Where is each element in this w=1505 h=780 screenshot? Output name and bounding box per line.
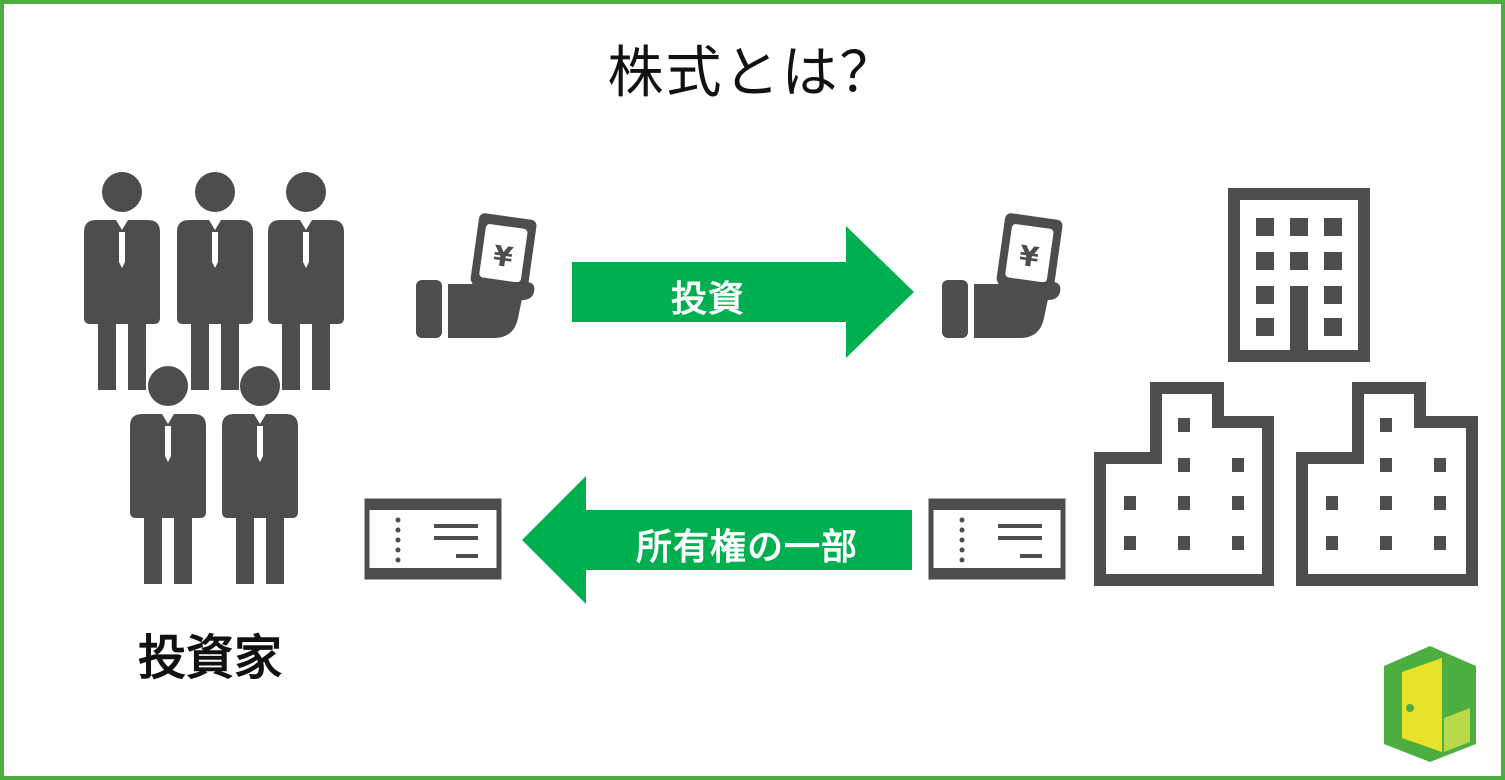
office-building-icon xyxy=(1094,382,1274,586)
investor-label: 投資家 xyxy=(137,630,282,686)
stock-certificate-icon xyxy=(364,498,502,580)
ownership-arrow xyxy=(522,476,912,604)
ownership-arrow-label: 所有権の一部 xyxy=(635,527,858,568)
money-hand-icon: ¥ xyxy=(416,213,537,338)
person-icon xyxy=(222,366,298,584)
person-icon xyxy=(84,172,160,390)
office-building-icon xyxy=(1228,188,1370,362)
investment-arrow-label: 投資 xyxy=(670,279,745,320)
money-hand-icon: ¥ xyxy=(942,213,1063,338)
door-logo-icon xyxy=(1384,646,1476,762)
stock-certificate-icon xyxy=(928,498,1066,580)
person-icon xyxy=(268,172,344,390)
investment-arrow xyxy=(572,226,914,358)
office-building-icon xyxy=(1296,382,1478,586)
person-icon xyxy=(177,172,253,390)
person-icon xyxy=(130,366,206,584)
page-title: 株式とは？ xyxy=(607,41,898,106)
